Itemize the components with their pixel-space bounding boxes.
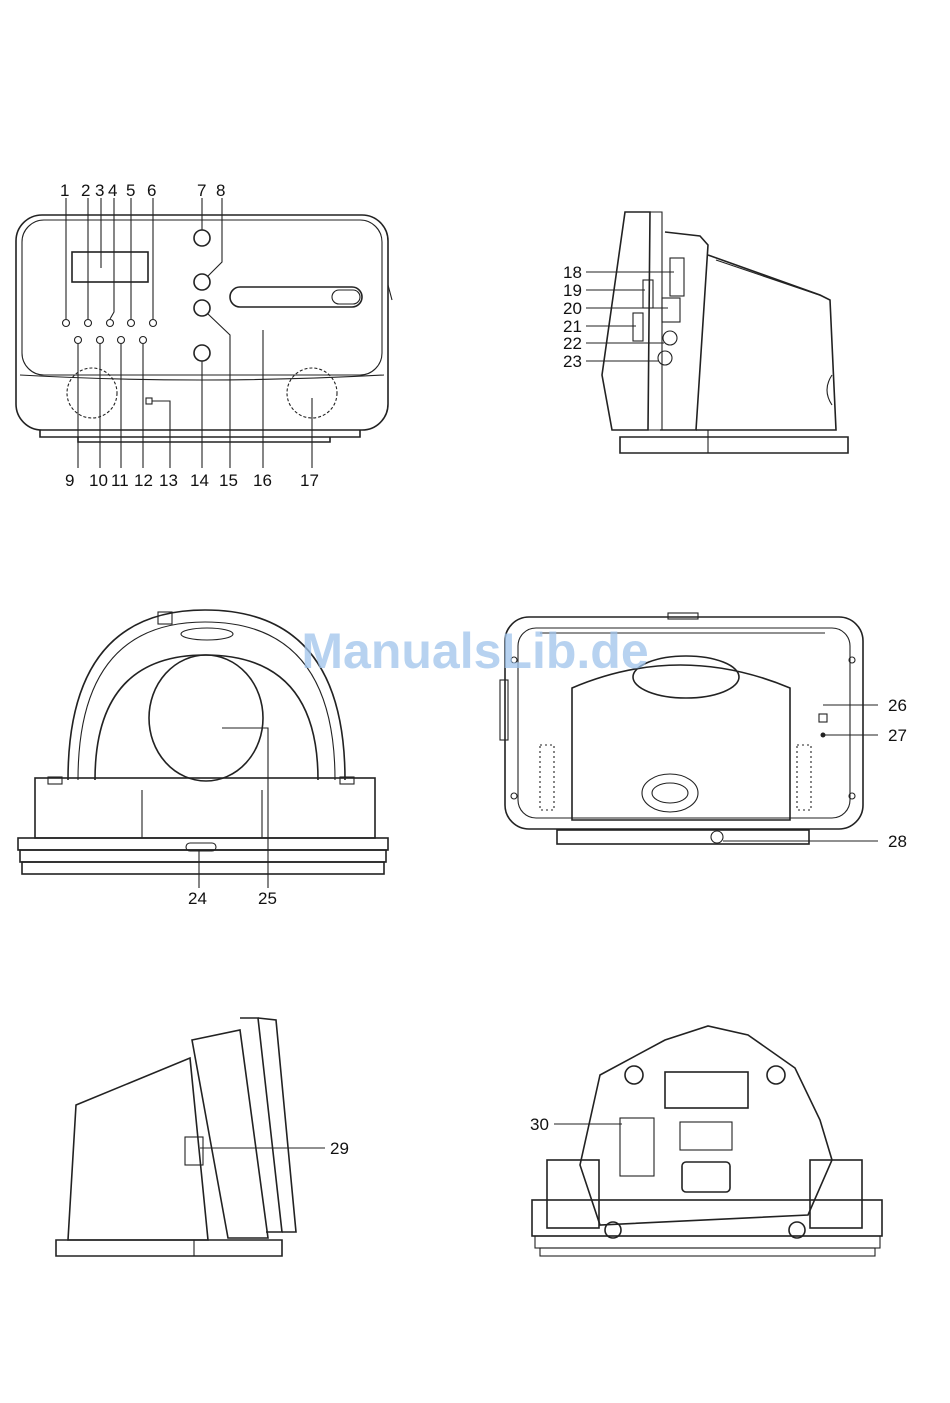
- callout-10: 10: [89, 471, 108, 490]
- callout-4: 4: [108, 181, 117, 200]
- callout-8: 8: [216, 181, 225, 200]
- callout-25: 25: [258, 889, 277, 908]
- callout-7: 7: [197, 181, 206, 200]
- callout-16: 16: [253, 471, 272, 490]
- callout-5: 5: [126, 181, 135, 200]
- callout-9: 9: [65, 471, 74, 490]
- watermark-text: ManualsLib.de: [301, 623, 648, 679]
- callout-14: 14: [190, 471, 209, 490]
- callout-15: 15: [219, 471, 238, 490]
- callout-23: 23: [563, 352, 582, 371]
- callout-30: 30: [530, 1115, 549, 1134]
- front-view: [16, 198, 392, 468]
- callout-20: 20: [563, 299, 582, 318]
- callout-3: 3: [95, 181, 104, 200]
- callout-22: 22: [563, 334, 582, 353]
- callout-1: 1: [60, 181, 69, 200]
- callout-2: 2: [81, 181, 90, 200]
- right-side-view: [586, 212, 848, 453]
- callout-29: 29: [330, 1139, 349, 1158]
- callout-17: 17: [300, 471, 319, 490]
- callout-27: 27: [888, 726, 907, 745]
- callout-6: 6: [147, 181, 156, 200]
- callout-18: 18: [563, 263, 582, 282]
- callout-11: 11: [111, 471, 129, 490]
- callout-28: 28: [888, 832, 907, 851]
- lcd-display: [72, 252, 148, 282]
- bottom-view: [532, 1026, 882, 1256]
- callout-26: 26: [888, 696, 907, 715]
- callout-24: 24: [188, 889, 207, 908]
- left-side-view: [56, 1018, 325, 1256]
- callout-19: 19: [563, 281, 582, 300]
- callout-12: 12: [134, 471, 153, 490]
- callout-13: 13: [159, 471, 178, 490]
